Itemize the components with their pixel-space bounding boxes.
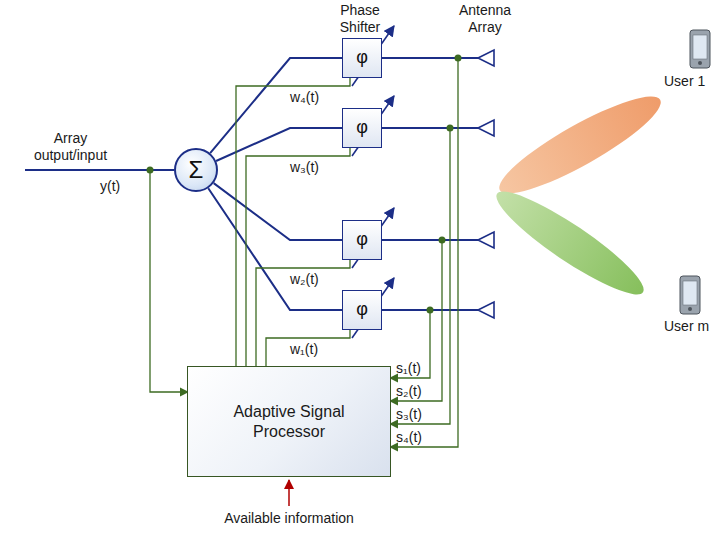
signal-name: s₂(t): [396, 383, 436, 400]
signal-name: y(t): [100, 178, 140, 195]
beam: [490, 82, 670, 207]
node-text: φ: [356, 299, 368, 321]
node-text: φ: [356, 229, 368, 251]
user-label: User m: [664, 318, 720, 335]
signal-name: w₃(t): [290, 159, 336, 176]
signal-processor: Adaptive Signal Processor: [187, 366, 391, 477]
node-text: Adaptive Signal Processor: [188, 402, 390, 440]
signal-name: w₁(t): [290, 341, 336, 358]
feed-line: [210, 58, 342, 153]
port-label: Array output/input: [18, 130, 123, 164]
signal-name: s₄(t): [396, 429, 436, 446]
beam: [487, 179, 653, 307]
column-heading: Antenna Array: [452, 2, 518, 36]
sample-wire: [390, 58, 458, 447]
user-label: User 1: [664, 73, 720, 90]
input-arrow: [288, 480, 290, 506]
weight-line: [266, 330, 350, 366]
weight-line: [236, 78, 350, 366]
weight-line: [256, 260, 350, 366]
feed-line: [208, 188, 342, 310]
node-text: φ: [356, 47, 368, 69]
junction-dot: [427, 55, 462, 314]
node-text: φ: [356, 117, 368, 139]
phone-icon: [680, 276, 700, 314]
phone-icon: [690, 30, 710, 68]
feedback-wire: [150, 170, 188, 392]
phase-shifter: φ: [342, 220, 382, 260]
summing-node: Σ: [174, 148, 218, 192]
antenna-wire: [382, 58, 478, 310]
phase-shifter: φ: [342, 108, 382, 148]
signal-name: w₂(t): [290, 271, 336, 288]
signal-name: s₁(t): [396, 360, 428, 377]
feed-line: [214, 183, 342, 240]
weight-line: [246, 148, 350, 366]
phase-shifter: φ: [342, 290, 382, 330]
signal-name: s₃(t): [396, 406, 436, 423]
signal-name: w₄(t): [290, 89, 336, 106]
column-heading: Phase Shifter: [328, 2, 392, 36]
antenna-symbol: [478, 50, 494, 318]
junction-dot: [147, 167, 154, 174]
phase-shifter: φ: [342, 38, 382, 78]
input-note: Available information: [199, 510, 379, 527]
node-text: Σ: [189, 156, 204, 185]
